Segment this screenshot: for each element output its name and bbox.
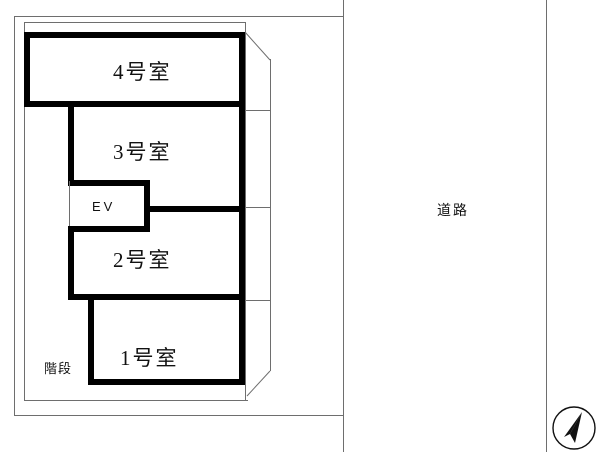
room3-wall-bottom-right [144,206,245,212]
room1-wall-right [239,300,245,385]
room3-wall-left [68,107,74,186]
site-boundary-top-outer [14,16,343,17]
room4-wall-top [24,32,245,38]
room2-wall-bottom [68,294,245,300]
site-boundary-right-outer [270,59,271,371]
elevator-label: EV [92,199,116,214]
site-strip-divider-1 [245,110,271,111]
elevator-wall-left [69,181,70,232]
road-boundary-left [343,0,344,452]
site-corner-bevels [244,31,271,397]
room1-wall-left [88,300,94,385]
site-boundary-top-inner [24,22,246,23]
site-boundary-right-inner [245,22,246,400]
road-label: 道路 [437,204,469,219]
room4-wall-right [239,32,245,107]
elevator-wall-bottom [68,226,150,232]
room2-wall-left [68,226,74,300]
room4-label: 4号室 [113,60,172,84]
room4-wall-bottom [24,101,245,107]
site-boundary-bottom-outer [14,415,343,416]
room3-wall-bottom-left [68,180,150,186]
site-strip-divider-2 [245,207,271,208]
road-boundary-right [546,0,547,452]
room3-label: 3号室 [113,140,172,164]
room2-wall-right [239,212,245,300]
stairs-label: 階段 [44,361,73,376]
elevator-wall-right [144,180,150,232]
room2-label: 2号室 [113,248,172,272]
room1-label: 1号室 [120,346,179,370]
site-boundary-bottom-inner [24,400,248,401]
room4-wall-left [24,32,30,107]
north-arrow-icon [552,406,596,450]
site-boundary-left-outer [14,16,15,416]
site-boundary-left-inner [24,22,25,401]
room1-wall-bottom [88,379,245,385]
room3-wall-right [239,107,245,212]
site-strip-divider-3 [245,300,271,301]
